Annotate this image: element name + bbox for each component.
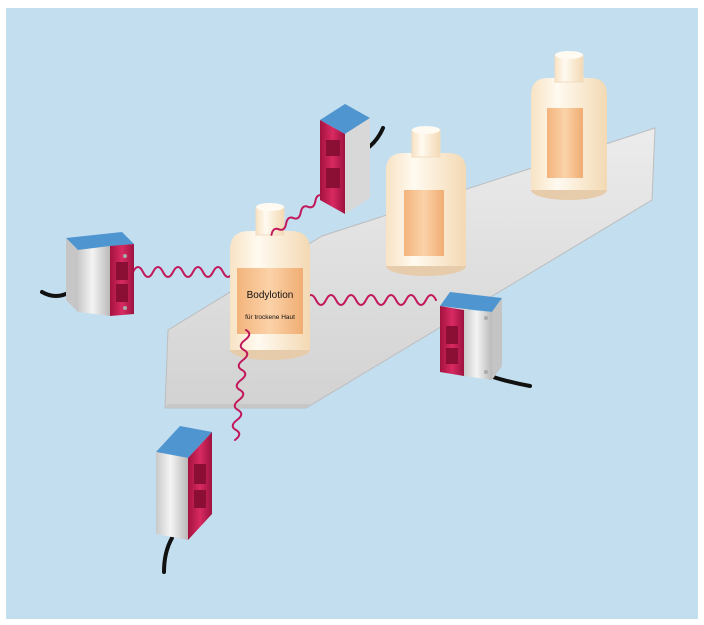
product-name: Bodylotion [247,290,294,301]
product-subtitle: für trockene Haut [245,314,295,321]
product-label [237,268,303,334]
